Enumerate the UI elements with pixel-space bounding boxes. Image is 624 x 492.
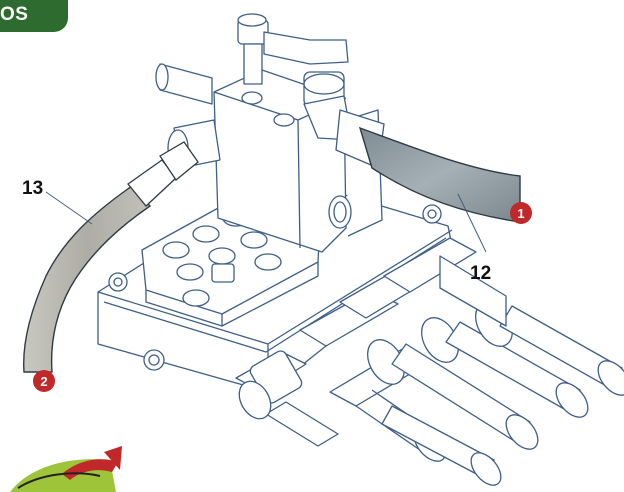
hose-13 xyxy=(23,185,152,373)
top-fitting xyxy=(237,13,349,85)
callout-12: 12 xyxy=(470,263,491,284)
marker-1-label: 1 xyxy=(517,206,524,221)
spool-valve-4 xyxy=(383,237,624,396)
spool-valve-1 xyxy=(235,347,502,486)
marker-1-badge xyxy=(510,202,532,224)
section-tab xyxy=(0,0,68,32)
callout-13: 13 xyxy=(22,178,43,199)
section-tab-label: OS xyxy=(0,4,29,25)
valve-body xyxy=(213,69,383,253)
leader-12 xyxy=(457,193,487,253)
leader-13 xyxy=(45,191,93,225)
hose-13-fitting xyxy=(127,141,199,207)
marker-2-label: 2 xyxy=(40,374,47,389)
brand-logo xyxy=(10,446,122,492)
marker-2-badge xyxy=(33,370,55,392)
